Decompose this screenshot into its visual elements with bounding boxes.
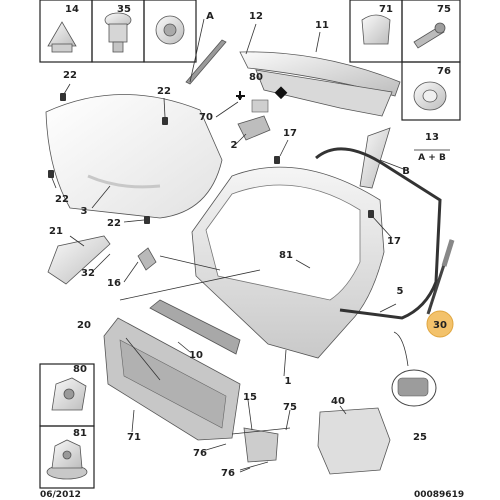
part-label-p13: 13: [425, 132, 439, 143]
part-label-p16: 16: [107, 278, 121, 289]
part-label-p70: 70: [199, 112, 213, 123]
fastener-kit: [317, 407, 391, 475]
clip-22b: [162, 117, 168, 125]
part-label-p76a: 76: [437, 66, 451, 77]
bracket-2: [237, 115, 271, 141]
inset-box-81: [39, 425, 95, 489]
part-label-p12: 12: [249, 11, 263, 22]
part-label-p20: 20: [77, 320, 91, 331]
part-label-p2: 2: [231, 140, 238, 151]
part-label-pA: A: [206, 11, 214, 22]
part-label-p40: 40: [331, 396, 345, 407]
part-label-p71a: 71: [379, 4, 393, 15]
footer-date: 06/2012: [40, 490, 81, 500]
part-label-p75a: 75: [437, 4, 451, 15]
part-label-p17a: 17: [283, 128, 297, 139]
part-label-p22c: 22: [55, 194, 69, 205]
part-label-p22b: 22: [157, 86, 171, 97]
part-label-p1: 1: [285, 376, 292, 387]
switch-25: [391, 369, 437, 407]
part-label-p32: 32: [81, 268, 95, 279]
part-label-p71b: 71: [127, 432, 141, 443]
rear-window-glass: [45, 94, 223, 219]
lower-garnish: [149, 299, 241, 355]
part-label-p13sub: A + B: [418, 153, 446, 163]
part-label-p22d: 22: [107, 218, 121, 229]
inset-box-71: [349, 0, 403, 63]
inset-box-76: [401, 61, 461, 121]
part-label-p21: 21: [49, 226, 63, 237]
part-label-p75b: 75: [283, 402, 297, 413]
part-label-p15: 15: [243, 392, 257, 403]
bracket-15: [243, 427, 279, 463]
spoiler-lower: [255, 69, 393, 117]
handle-21: [47, 235, 111, 285]
part-label-p81a: 81: [279, 250, 293, 261]
clip-22a: [60, 93, 66, 101]
part-label-p35: 35: [117, 4, 131, 15]
leader-lines: [51, 18, 437, 473]
part-label-p10: 10: [189, 350, 203, 361]
part-label-p5: 5: [397, 286, 404, 297]
strip-a: [185, 39, 227, 85]
callout-highlight-30: [426, 310, 454, 338]
footer-ref: 00089619: [414, 490, 464, 500]
clip-17a: [274, 156, 280, 164]
bracket-16: [137, 247, 157, 271]
part-label-pB: B: [402, 166, 410, 177]
inset-box-70: [143, 0, 197, 63]
part-label-p81b: 81: [73, 428, 87, 439]
part-label-p80b: 80: [73, 364, 87, 375]
inset-box-80: [39, 363, 95, 427]
part-label-p22a: 22: [63, 70, 77, 81]
part-label-p14: 14: [65, 4, 79, 15]
clip-22d: [144, 216, 150, 224]
part-label-p76c: 76: [221, 468, 235, 479]
inset-box-75: [401, 0, 461, 63]
part-label-p3: 3: [81, 206, 88, 217]
clip-22c: [48, 170, 54, 178]
part-label-p17b: 17: [387, 236, 401, 247]
spoiler-trim: [239, 51, 401, 97]
door-seal: [315, 147, 442, 320]
part-label-p30: 30: [433, 320, 447, 331]
part-label-p80a: 80: [249, 72, 263, 83]
part-label-p11: 11: [315, 20, 329, 31]
part-label-p25: 25: [413, 432, 427, 443]
part-label-p76b: 76: [193, 448, 207, 459]
